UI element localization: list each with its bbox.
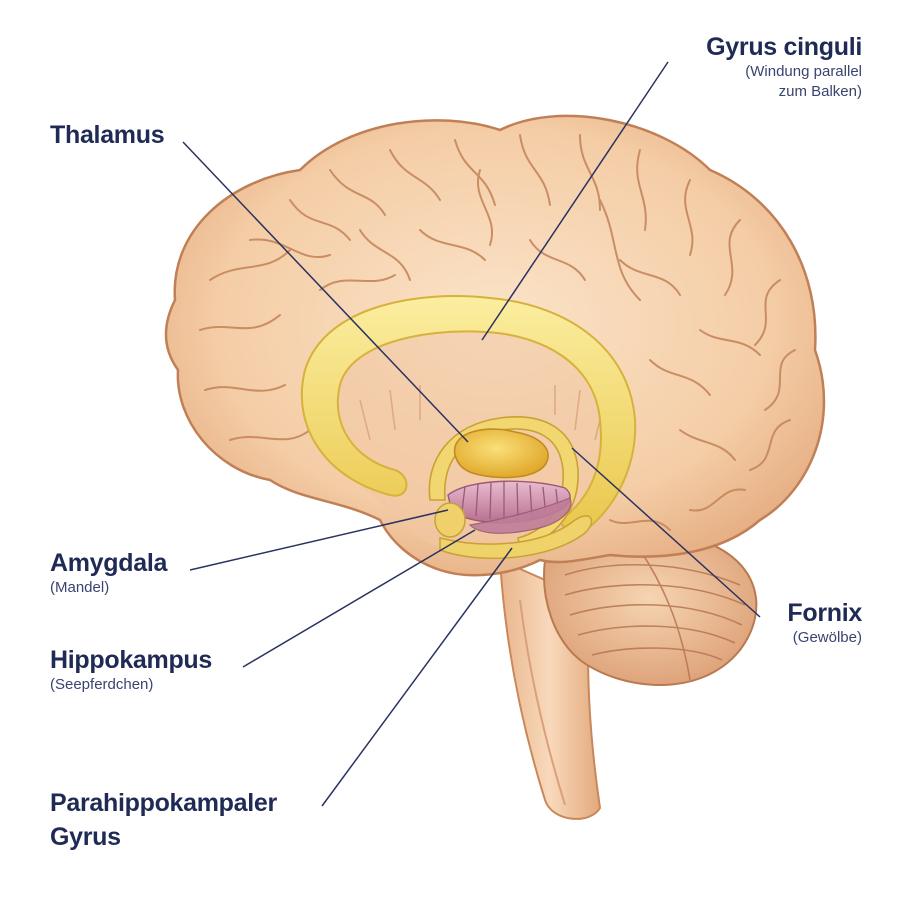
amygdala-title: Amygdala — [50, 548, 167, 578]
gyrus-cinguli-title: Gyrus cinguli — [706, 32, 862, 62]
label-thalamus: Thalamus — [50, 120, 164, 150]
parahippokampaler-title-2: Gyrus — [50, 822, 277, 852]
fornix-sub: (Gewölbe) — [787, 628, 862, 648]
gyrus-cinguli-sub-2: zum Balken) — [706, 82, 862, 102]
label-fornix: Fornix (Gewölbe) — [787, 598, 862, 648]
amygdala-shape — [435, 503, 465, 537]
label-gyrus-cinguli: Gyrus cinguli (Windung parallel zum Balk… — [706, 32, 862, 102]
gyrus-cinguli-sub-1: (Windung parallel — [706, 62, 862, 82]
label-amygdala: Amygdala (Mandel) — [50, 548, 167, 598]
amygdala-sub: (Mandel) — [50, 578, 167, 598]
fornix-title: Fornix — [787, 598, 862, 628]
hippokampus-title: Hippokampus — [50, 645, 212, 675]
parahippokampaler-title-1: Parahippokampaler — [50, 788, 277, 818]
hippokampus-sub: (Seepferdchen) — [50, 675, 212, 695]
leader-line-parahippokampaler — [322, 548, 512, 806]
label-hippokampus: Hippokampus (Seepferdchen) — [50, 645, 212, 695]
label-parahippokampaler: Parahippokampaler Gyrus — [50, 788, 277, 852]
thalamus-title: Thalamus — [50, 120, 164, 150]
